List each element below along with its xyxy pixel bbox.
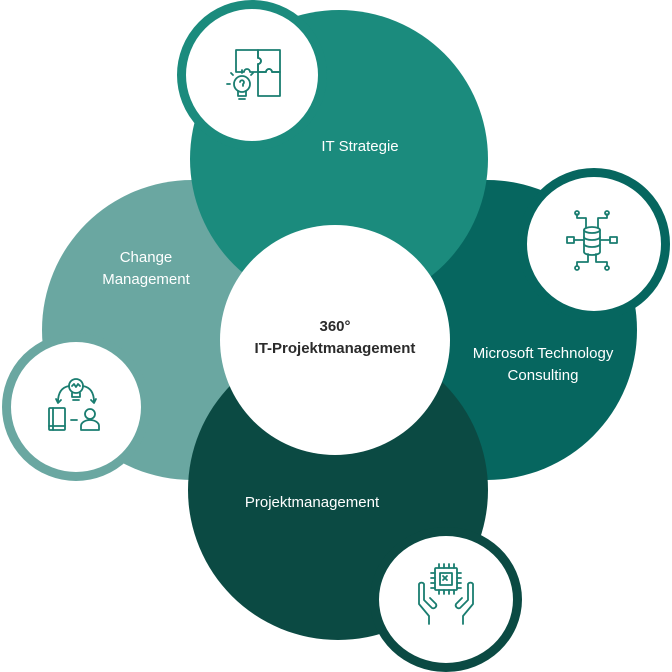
database-network-icon	[566, 210, 618, 271]
ring-change-management	[2, 333, 150, 481]
center-title: 360° IT-Projektmanagement	[254, 318, 416, 357]
label-change-management: Change Management	[102, 249, 190, 288]
label-projektmanagement: Projektmanagement	[244, 494, 380, 511]
hands-chip-icon	[418, 563, 474, 625]
ring-projektmanagement	[370, 527, 522, 672]
ring-microsoft-technology-consulting	[518, 168, 670, 320]
label-microsoft-technology-consulting: Microsoft Technology Consulting	[472, 345, 614, 384]
center-circle	[220, 225, 450, 455]
book-idea-person-icon	[48, 378, 100, 431]
puzzle-lightbulb-icon	[226, 49, 281, 100]
label-it-strategie: IT Strategie	[321, 138, 399, 155]
